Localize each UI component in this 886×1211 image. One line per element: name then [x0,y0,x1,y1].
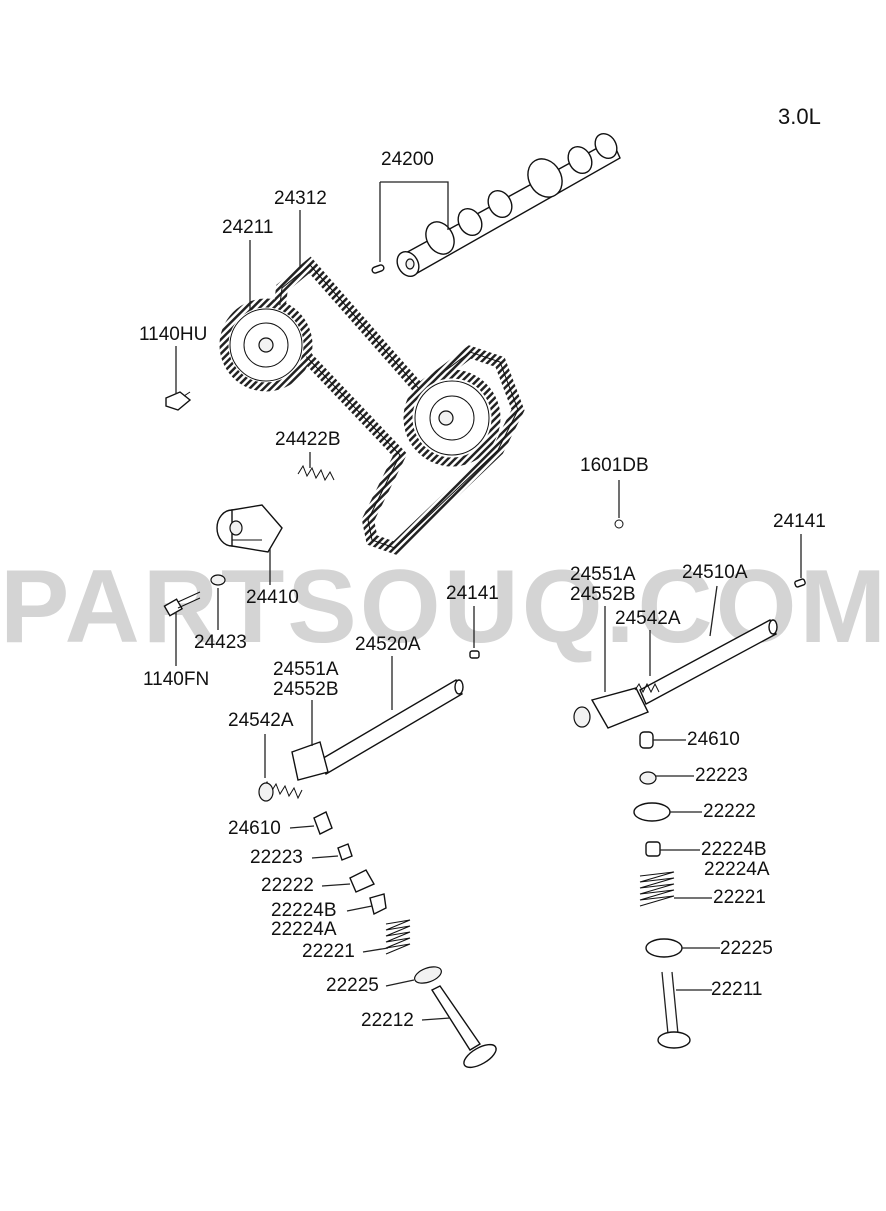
engine-size: 3.0L [778,104,821,129]
label-1601DB[interactable]: 1601DB [580,455,649,476]
rocker-shaft-24510A[interactable] [573,619,778,729]
label-24542A-right[interactable]: 24542A [615,608,681,629]
cam-sprocket-24211[interactable] [219,298,313,392]
label-24552B-left[interactable]: 24552B [273,679,339,700]
label-24520A[interactable]: 24520A [355,634,421,655]
label-22212[interactable]: 22212 [361,1010,414,1031]
rocker-shaft-24520A[interactable] [258,678,464,802]
label-22222-right[interactable]: 22222 [703,801,756,822]
spring-24422B[interactable] [297,464,335,482]
label-22221-right[interactable]: 22221 [713,887,766,908]
label-1140HU[interactable]: 1140HU [139,324,208,345]
label-24200[interactable]: 24200 [381,149,434,170]
label-24410[interactable]: 24410 [246,587,299,608]
valve-train-right[interactable] [633,731,691,1049]
camshaft-24200[interactable] [371,130,621,281]
label-22224A-right[interactable]: 22224A [704,859,770,880]
label-24610-left[interactable]: 24610 [228,818,281,839]
valve-train-left[interactable] [313,811,500,1072]
label-22225-left[interactable]: 22225 [326,975,379,996]
label-24552B-right[interactable]: 24552B [570,584,636,605]
label-22223-right[interactable]: 22223 [695,765,748,786]
label-24610-right[interactable]: 24610 [687,729,740,750]
cam-sprocket-right[interactable] [403,369,501,467]
washer-24423[interactable] [210,574,226,586]
label-24211[interactable]: 24211 [222,217,274,238]
label-24542A-left[interactable]: 24542A [228,710,294,731]
dowel-1601DB[interactable] [614,519,624,529]
leader-lines [175,181,802,1021]
label-22225-right[interactable]: 22225 [720,938,773,959]
label-22223-left[interactable]: 22223 [250,847,303,868]
label-22224B-right[interactable]: 22224B [701,839,767,860]
bolt-1140HU[interactable] [165,391,192,411]
label-22222-left[interactable]: 22222 [261,875,314,896]
label-24422B[interactable]: 24422B [275,429,341,450]
label-24141-right[interactable]: 24141 [773,511,826,532]
label-22224A-left[interactable]: 22224A [271,919,337,940]
pin-24141-middle[interactable] [469,650,480,659]
label-22224B-left[interactable]: 22224B [271,900,337,921]
label-22221-left[interactable]: 22221 [302,941,355,962]
bolt-1140FN[interactable] [163,591,201,617]
label-22211[interactable]: 22211 [711,979,763,1000]
label-24312[interactable]: 24312 [274,188,327,209]
label-24423[interactable]: 24423 [194,632,247,653]
label-24551A-right[interactable]: 24551A [570,564,636,585]
tensioner-24410[interactable] [216,504,283,553]
label-1140FN[interactable]: 1140FN [143,669,210,690]
label-24141-middle[interactable]: 24141 [446,583,499,604]
pin-24141-right[interactable] [794,578,806,588]
label-24551A-left[interactable]: 24551A [273,659,339,680]
label-24510A[interactable]: 24510A [682,562,748,583]
